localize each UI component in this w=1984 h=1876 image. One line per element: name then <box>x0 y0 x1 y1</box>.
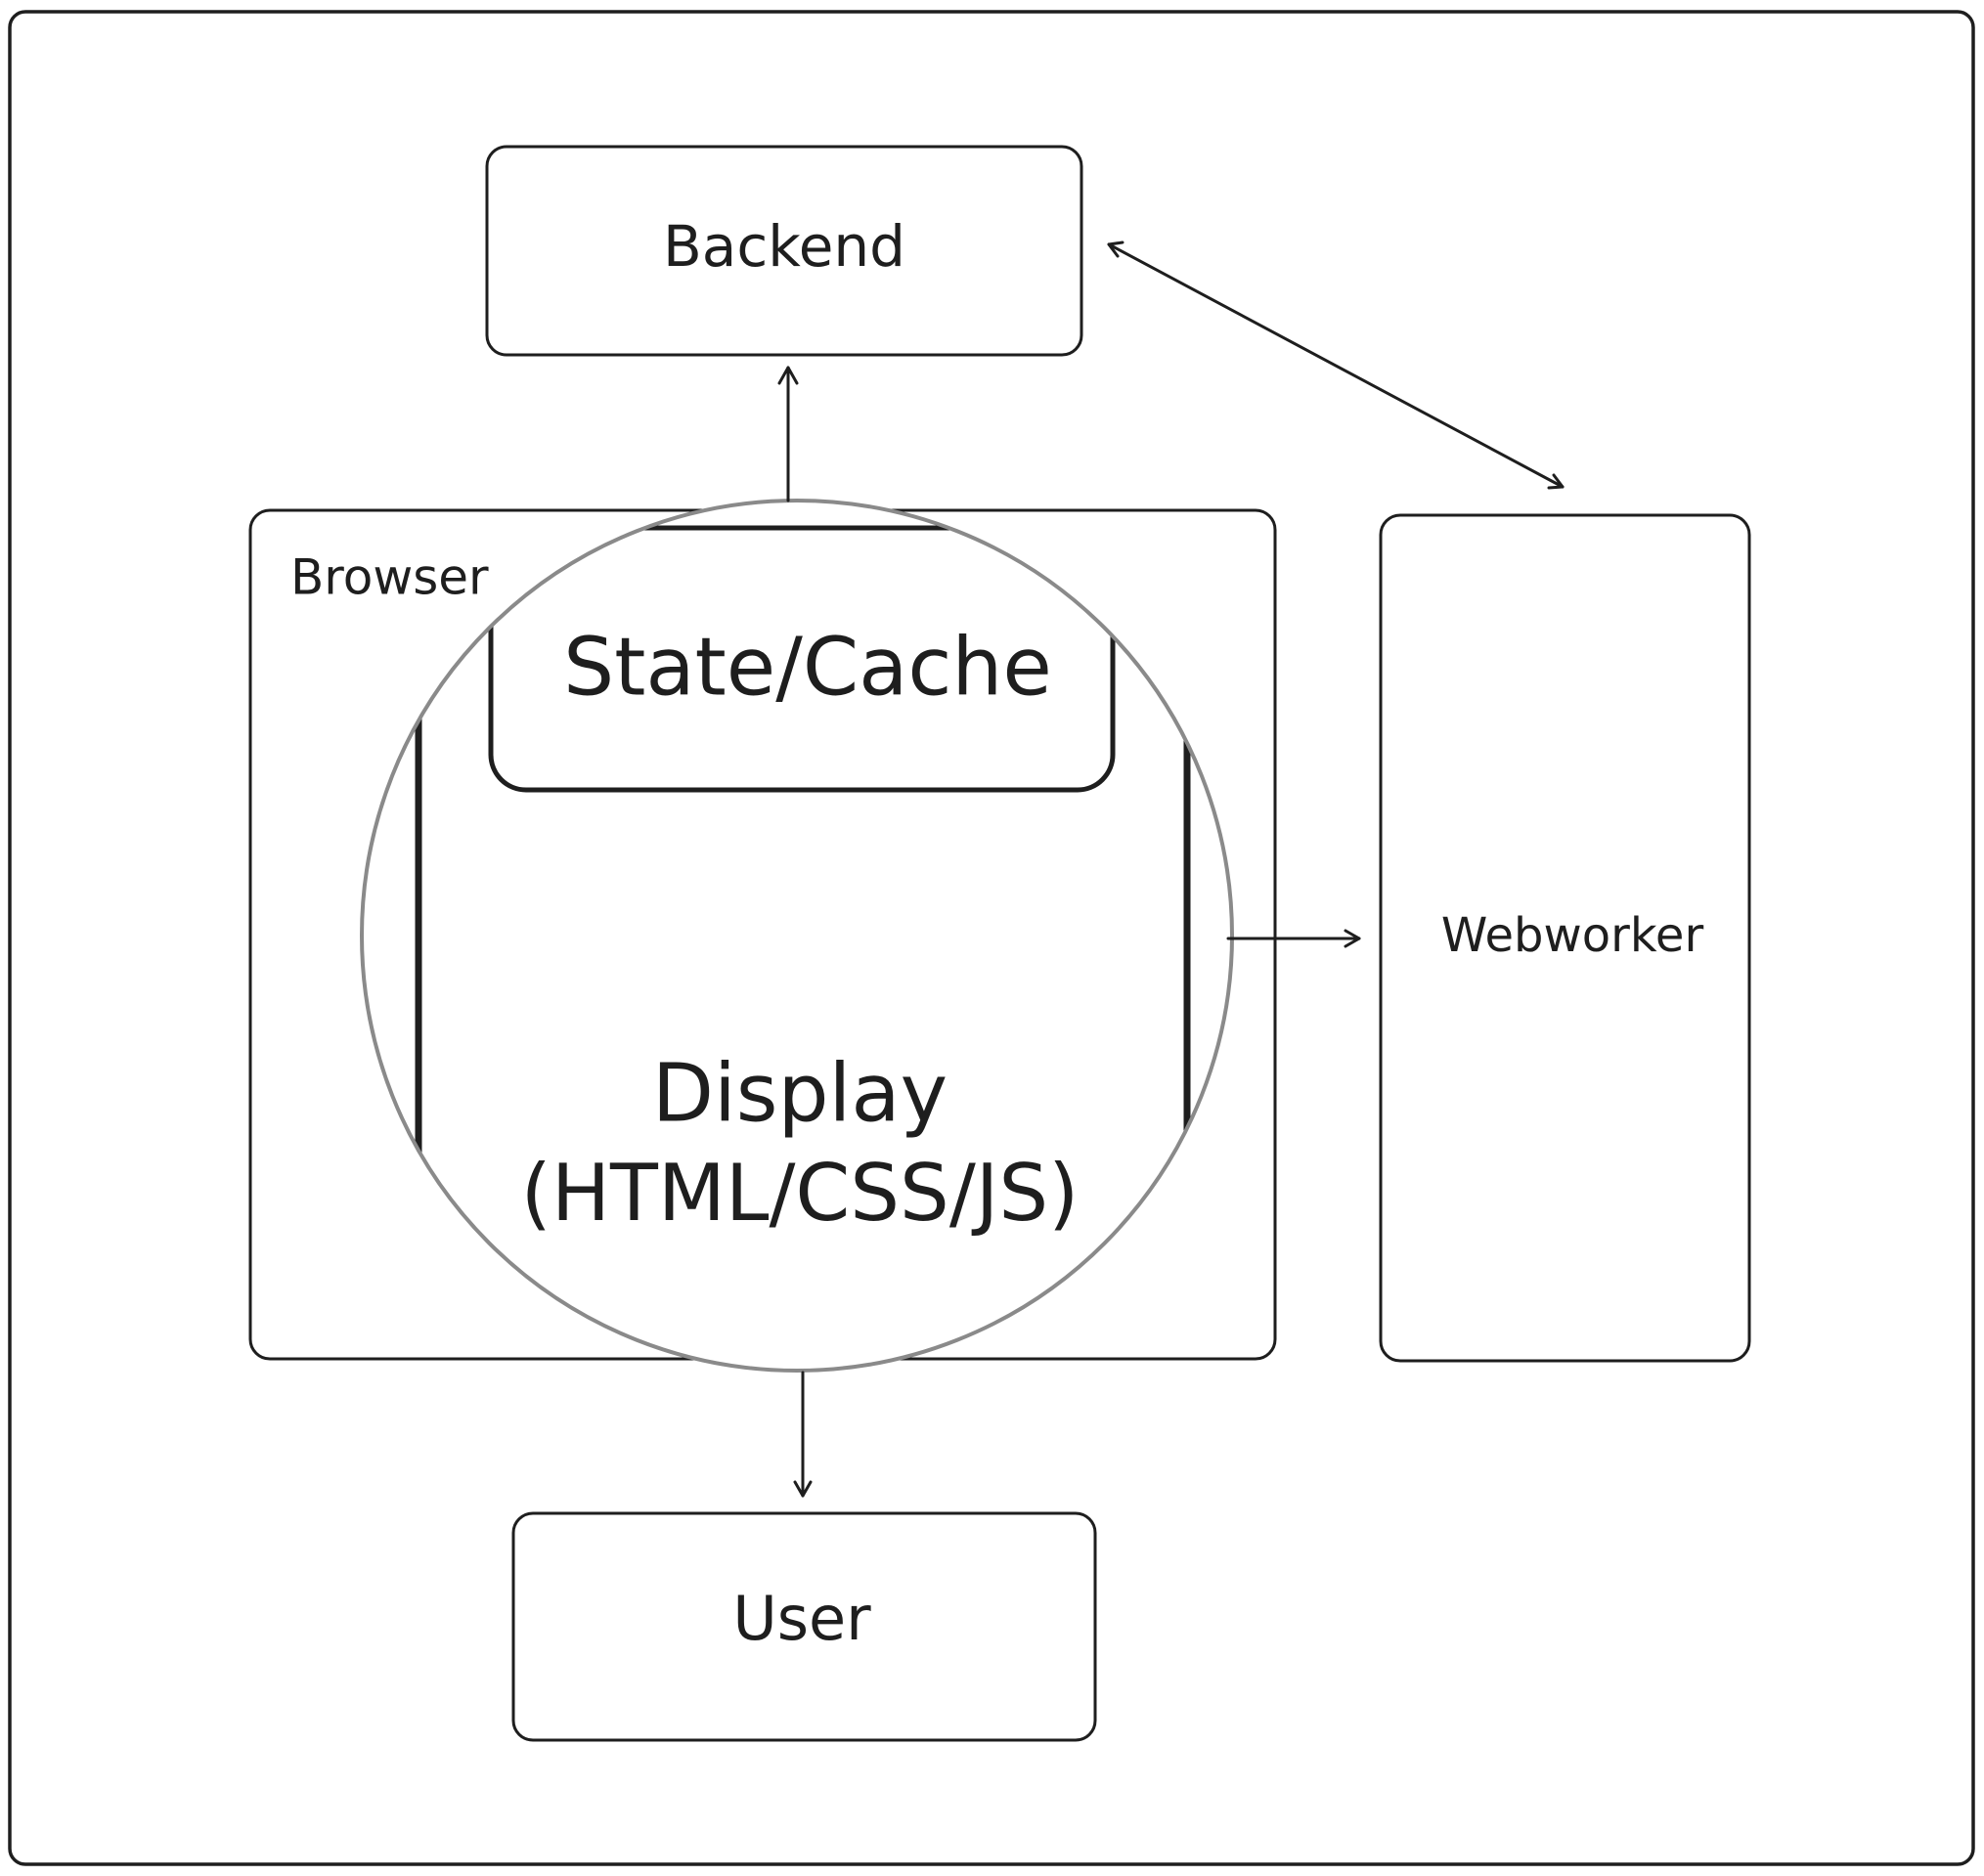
user-label: User <box>732 1583 871 1654</box>
backend-node[interactable]: Backend <box>485 145 1083 357</box>
display-label: Display <box>652 1047 948 1140</box>
backend-label: Backend <box>663 213 905 280</box>
user-box <box>511 1511 1097 1742</box>
display-node[interactable]: Display (HTML/CSS/JS) <box>521 1047 1080 1239</box>
webworker-label: Webworker <box>1441 908 1704 963</box>
webworker-node[interactable]: Webworker <box>1379 513 1751 1363</box>
backend-box <box>485 145 1083 357</box>
arrow-backend-webworker <box>1107 240 1565 490</box>
state-cache-box <box>488 525 1116 793</box>
display-sublabel: (HTML/CSS/JS) <box>521 1148 1080 1239</box>
arrow-browser-to-user <box>793 1371 813 1498</box>
arrow-browser-to-backend <box>777 366 799 502</box>
magnifier-ring <box>360 499 1234 1373</box>
magnifier-lens: State/Cache Display (HTML/CSS/JS) <box>360 499 1234 1373</box>
user-node[interactable]: User <box>511 1511 1097 1742</box>
webworker-box <box>1379 513 1751 1363</box>
state-cache-label: State/Cache <box>563 621 1052 714</box>
browser-label: Browser <box>290 549 489 606</box>
arrow-browser-to-webworker <box>1226 929 1361 948</box>
state-cache-node[interactable]: State/Cache <box>488 525 1116 793</box>
